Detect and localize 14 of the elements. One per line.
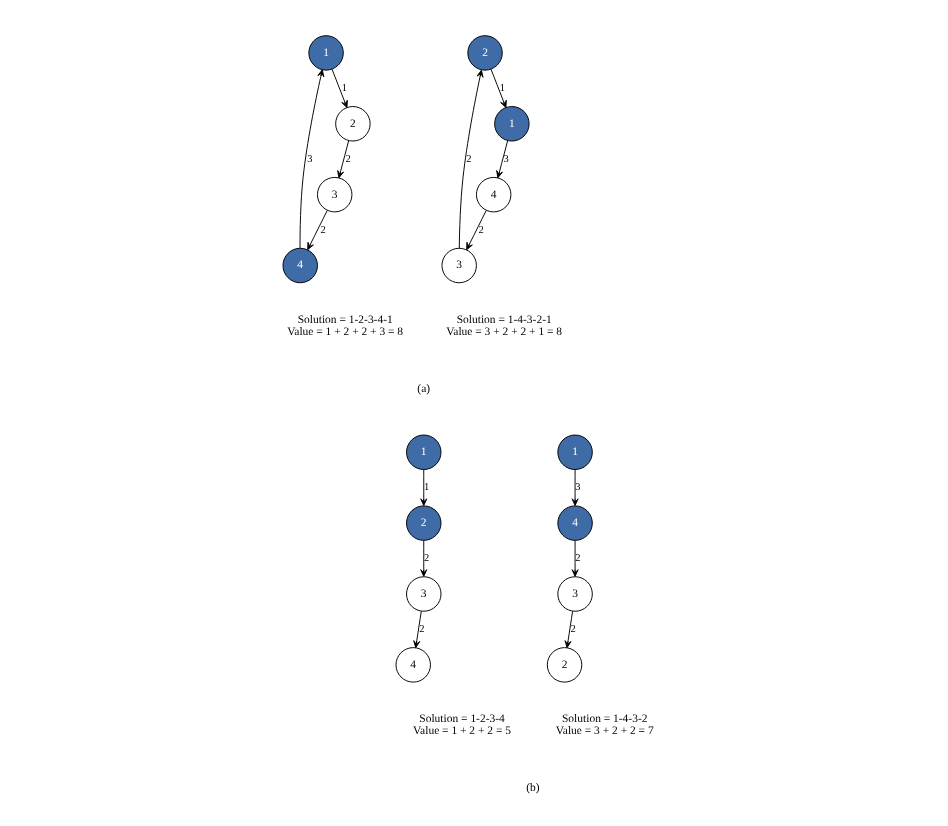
arrow	[298, 69, 324, 249]
arrow	[570, 539, 578, 577]
arrow	[419, 539, 427, 577]
arrow	[465, 210, 486, 251]
arrow	[412, 610, 421, 649]
arrow	[489, 68, 506, 109]
arrow	[563, 610, 573, 649]
arrow	[495, 140, 508, 179]
arrow	[419, 469, 427, 506]
arrow	[330, 68, 347, 109]
arrow	[570, 469, 578, 506]
arrow	[336, 140, 349, 179]
arrow	[457, 69, 483, 249]
arrow	[306, 210, 327, 251]
